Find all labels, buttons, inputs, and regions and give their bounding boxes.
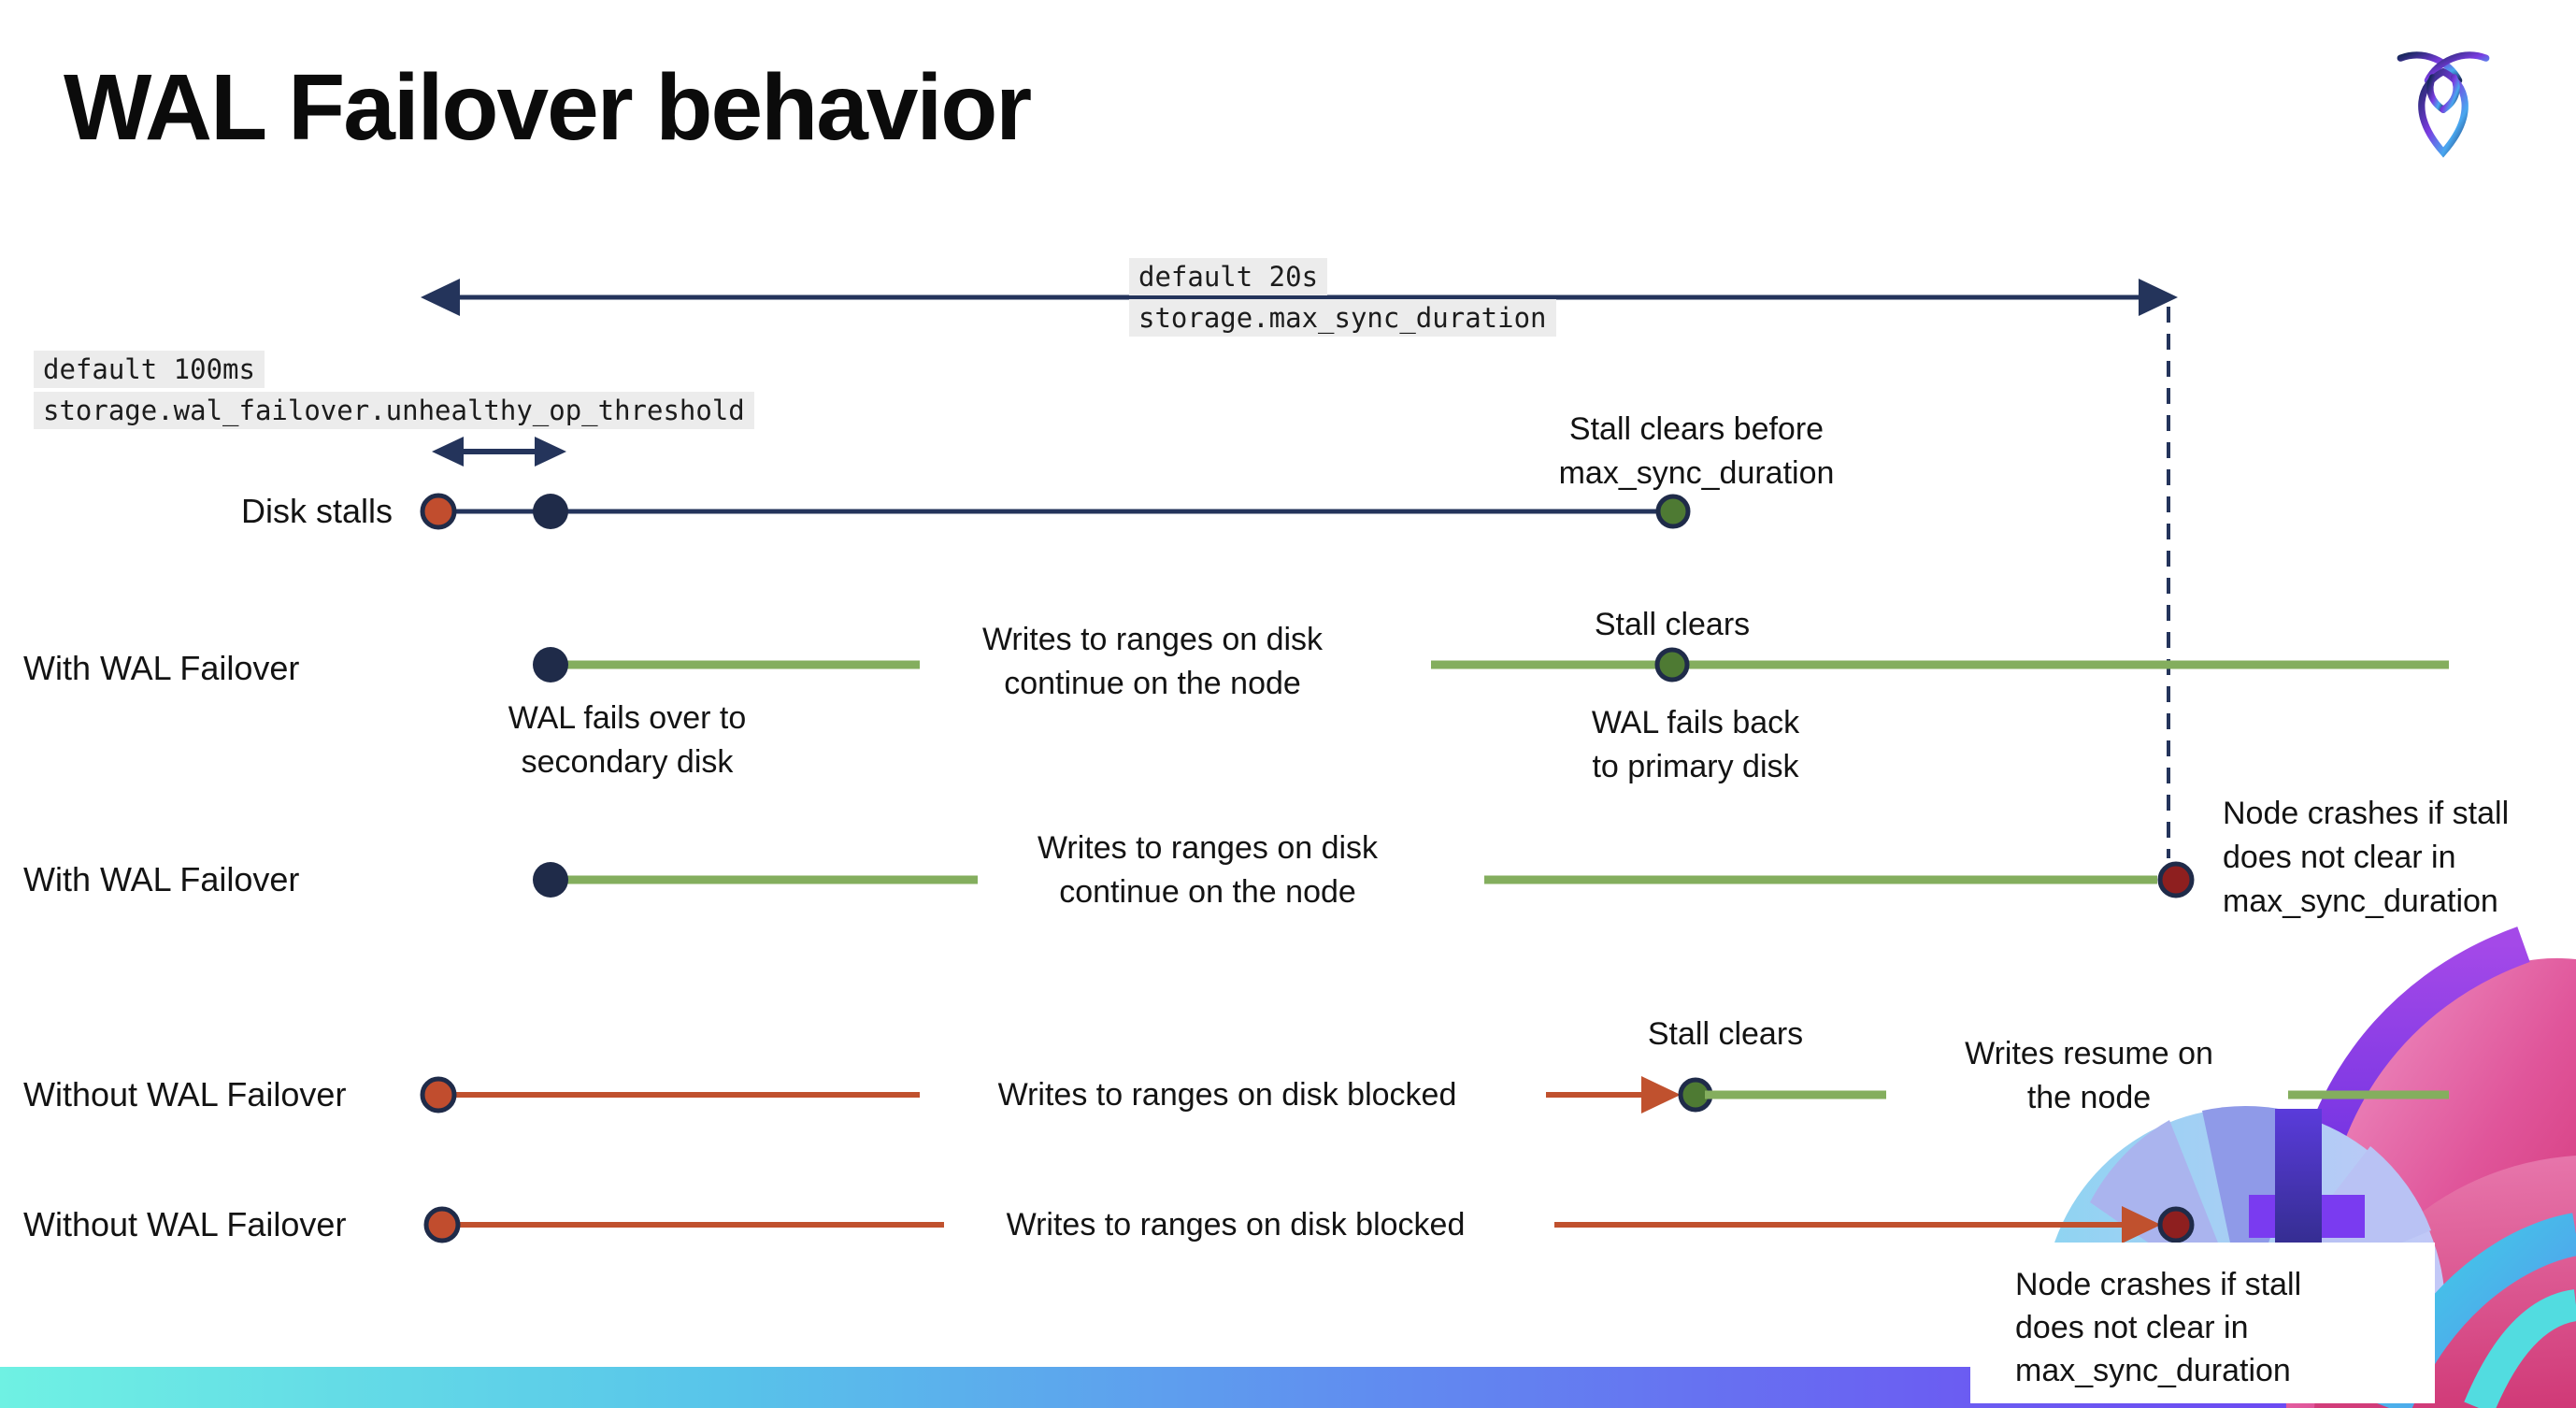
logo-branch-left [2426,74,2447,113]
max-sync-setting-chip: storage.max_sync_duration [1129,299,1556,337]
stall-start-dot [420,493,457,530]
row-label-disk-stalls: Disk stalls [240,492,393,530]
max-sync-default-chip: default 20s [1129,258,1328,295]
note-writes-resume: Writes resume on the node [1965,1036,2213,1115]
note-writes-blocked-2: Writes to ranges on disk blocked [1006,1207,1466,1243]
arrowhead-right [535,437,566,467]
row-label-with-wal-failover-2: With WAL Failover [23,860,300,898]
note-node-crashes-1: Node crashes if stall does not clear in … [2223,796,2510,919]
note-stall-clears-1: Stall clears [1594,607,1751,642]
arrowhead-right [1641,1076,1681,1113]
node-crash-dot [2157,861,2195,898]
art-cyan-leg [2464,1289,2576,1408]
arrowhead-right [2122,1206,2161,1243]
note-writes-continue-1: Writes to ranges on disk continue on the… [981,622,1324,701]
arrowhead-left [421,279,460,316]
arrowhead-right [2139,279,2178,316]
stall-clears-dot [1655,494,1691,529]
note-node-crashes-2: Node crashes if stall does not clear in … [2015,1267,2302,1388]
note-stall-clears-before: Stall clears before max_sync_duration [1558,411,1835,491]
node-crash-dot [2157,1206,2195,1243]
threshold-setting-chip: storage.wal_failover.unhealthy_op_thresh… [34,392,754,429]
threshold-dot [533,494,568,529]
failover-dot [533,647,568,682]
failover-dot [533,862,568,898]
note-wal-fails-over: WAL fails over to secondary disk [508,700,747,780]
crash-callout-box: Node crashes if stall does not clear in … [1970,1243,2435,1403]
note-wal-fails-back: WAL fails back to primary disk [1591,705,1800,784]
stall-clears-dot [1654,647,1690,682]
logo-branch-right [2440,74,2460,113]
note-stall-clears-2: Stall clears [1647,1016,1804,1052]
stall-start-dot [420,1076,457,1113]
cockroachdb-logo [2397,51,2490,158]
stall-start-dot [423,1206,461,1243]
note-writes-blocked-1: Writes to ranges on disk blocked [997,1077,1457,1113]
row-label-with-wal-failover-1: With WAL Failover [23,649,300,687]
row-label-without-wal-failover-1: Without WAL Failover [23,1075,347,1113]
note-writes-continue-2: Writes to ranges on disk continue on the… [1037,830,1379,910]
page-title: WAL Failover behavior [64,55,1032,160]
arrowhead-left [432,437,464,467]
row-label-without-wal-failover-2: Without WAL Failover [23,1205,347,1243]
threshold-default-chip: default 100ms [34,351,265,388]
